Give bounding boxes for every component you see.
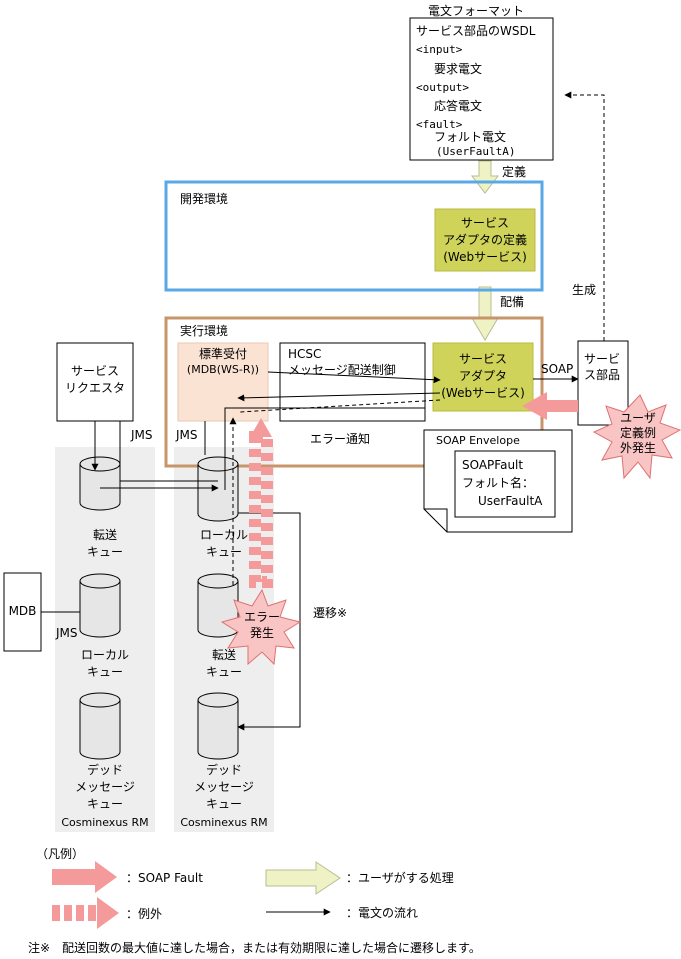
- format-line-request: 要求電文: [434, 62, 483, 76]
- legend-soap-fault-arrow: [52, 861, 117, 893]
- soap-label: SOAP: [541, 362, 574, 376]
- left-local-queue-line2: キュー: [86, 665, 123, 679]
- exception-arrow: [249, 418, 273, 588]
- user-exception-line3: 外発生: [619, 441, 656, 455]
- soap-fault-arrow: [522, 392, 578, 420]
- right-local-queue-line1: ローカル: [199, 528, 248, 542]
- hcsc-line2: メッセージ配送制御: [288, 363, 396, 377]
- soap-envelope-title: SOAP Envelope: [436, 434, 520, 447]
- requester-line1: サービス: [70, 364, 119, 378]
- adapter-def-line2: アダプタの定義: [442, 233, 527, 247]
- soap-envelope-line1: SOAPFault: [462, 458, 524, 472]
- right-dead-queue-line1: デッド: [205, 763, 242, 777]
- error-notify-dashed-horizontal: [239, 399, 441, 413]
- flow-local-to-receiver: [224, 407, 425, 490]
- format-title: 電文フォーマット: [428, 4, 525, 18]
- adapter-definition-box: [434, 208, 536, 272]
- adapter-line1: サービス: [458, 352, 507, 366]
- exec-env-title: 実行環境: [180, 324, 229, 338]
- left-transfer-queue-cylinder: [79, 456, 121, 511]
- adapter-def-line3: (Webサービス): [443, 250, 527, 264]
- hcsc-line1: HCSC: [288, 347, 322, 361]
- right-rm-name: Cosminexus RM: [180, 816, 268, 829]
- user-exception-starburst: [592, 394, 681, 480]
- service-part-line1: サービ: [584, 352, 621, 366]
- format-line-fault-msg: フォルト電文: [434, 130, 507, 144]
- format-line-wsdl: サービス部品のWSDL: [416, 24, 536, 38]
- generate-label: 生成: [572, 283, 597, 297]
- exec-environment-box: [164, 316, 544, 468]
- legend-exception-arrow: [52, 897, 119, 929]
- jms-mid-label: JMS: [176, 428, 198, 442]
- right-transfer-queue-line2: キュー: [205, 665, 242, 679]
- jms-mdb-label: JMS: [56, 626, 78, 640]
- definition-label: 定義: [502, 165, 527, 179]
- definition-arrow: [470, 160, 500, 194]
- adapter-def-line1: サービス: [460, 216, 509, 230]
- legend-title: （凡例）: [36, 847, 85, 861]
- left-rm-name: Cosminexus RM: [61, 816, 149, 829]
- std-receiver-line2: (MDB(WS-R)): [186, 363, 260, 376]
- left-dead-queue-line3: キュー: [86, 797, 123, 811]
- left-transfer-queue-line2: キュー: [86, 545, 123, 559]
- error-occur-line1: エラー: [243, 610, 280, 624]
- adapter-box: [432, 342, 534, 412]
- user-exception-line2: 定義例: [619, 426, 656, 440]
- soap-envelope-line3: UserFaultA: [478, 494, 543, 508]
- mdb-label: MDB: [8, 604, 37, 618]
- dev-environment-box: [164, 180, 544, 292]
- error-occur-starburst: [220, 588, 302, 666]
- legend-user-process-label: ：ユーザがする処理: [346, 871, 454, 885]
- generate-arrow: [564, 91, 605, 341]
- dev-env-title: 開発環境: [180, 192, 229, 206]
- footnote: 注※ 配送回数の最大値に達した場合，または有効期限に達した場合に遷移します。: [28, 941, 481, 955]
- flow-adapter-to-hcsc: [237, 392, 441, 402]
- right-transfer-queue-line1: 転送: [211, 648, 236, 662]
- legend-exception-label: ：例外: [126, 907, 163, 921]
- left-dead-queue-line2: メッセージ: [75, 780, 135, 794]
- format-box: [409, 17, 554, 161]
- transition-label: 遷移※: [313, 606, 348, 620]
- right-dead-queue-line2: メッセージ: [194, 780, 254, 794]
- adapter-line3: (Webサービス): [441, 386, 525, 400]
- left-dead-queue-line1: デッド: [86, 763, 123, 777]
- jms-left-label: JMS: [131, 428, 153, 442]
- legend-soap-fault-label: ：SOAP Fault: [126, 871, 203, 885]
- left-transfer-queue-line1: 転送: [92, 528, 117, 542]
- error-occur-line2: 発生: [249, 626, 274, 640]
- legend-user-process-arrow: [265, 861, 341, 895]
- deploy-arrow: [471, 286, 499, 341]
- left-local-queue-line1: ローカル: [80, 648, 129, 662]
- soap-envelope-line2: フォルト名：: [462, 476, 535, 490]
- soap-fault-inner-box: [454, 450, 556, 518]
- format-line-input: <input>: [416, 43, 463, 56]
- right-local-queue-line2: キュー: [205, 545, 242, 559]
- format-line-response: 応答電文: [434, 99, 483, 113]
- format-line-output: <output>: [416, 81, 469, 94]
- flow-hcsc-to-adapter: [267, 371, 441, 384]
- format-line-fault: <fault>: [416, 118, 463, 131]
- error-notify-label: エラー通知: [310, 432, 371, 446]
- right-dead-queue-line3: キュー: [205, 797, 242, 811]
- requester-line2: リクエスタ: [64, 381, 125, 395]
- soap-envelope-fold: [424, 508, 448, 532]
- format-line-userfault: (UserFaultA): [436, 145, 516, 158]
- right-dead-queue-cylinder: [197, 692, 239, 760]
- right-local-queue-cylinder: [197, 456, 239, 522]
- adapter-line2: アダプタ: [458, 369, 507, 383]
- user-exception-line1: ユーザ: [620, 411, 656, 425]
- deploy-label: 配備: [500, 295, 525, 309]
- std-receiver-line1: 標準受付: [198, 347, 247, 361]
- legend-message-flow-label: ：電文の流れ: [346, 906, 419, 920]
- service-part-line2: ス部品: [584, 368, 621, 382]
- mdb-box: [3, 572, 42, 652]
- left-rm-panel: [55, 447, 155, 832]
- left-local-queue-cylinder: [79, 573, 121, 638]
- left-dead-queue-cylinder: [79, 692, 121, 760]
